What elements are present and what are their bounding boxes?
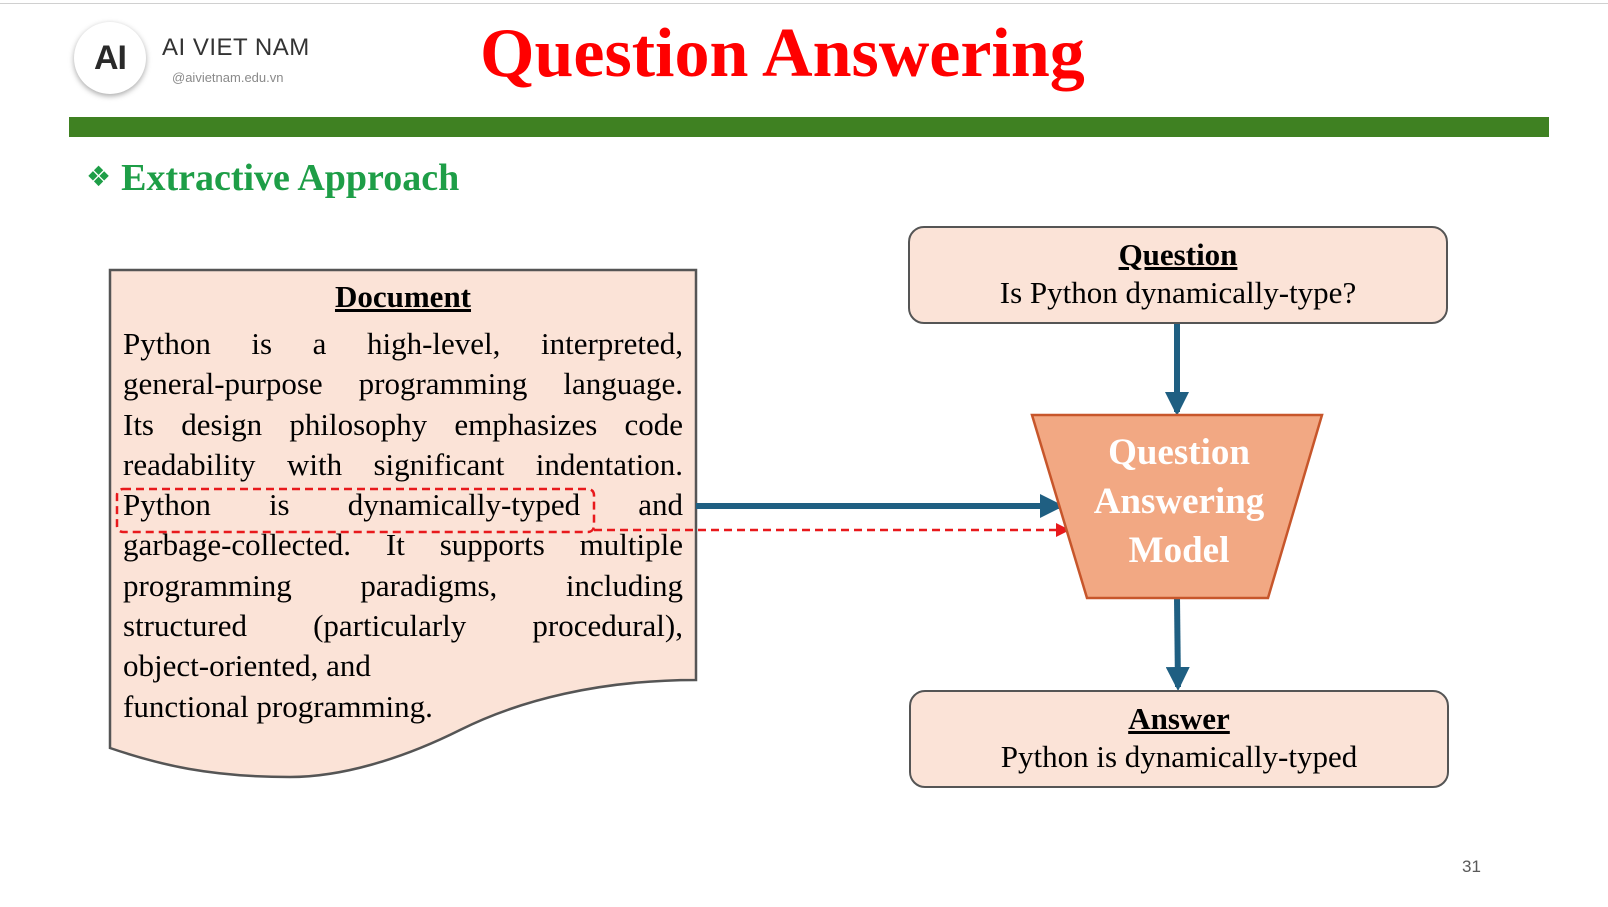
logo-name: AI VIET NAM [162, 34, 310, 61]
document-body: Python is a high-level, interpreted, gen… [123, 324, 683, 727]
document-line: functional programming. [123, 688, 433, 724]
logo-mark: AI [94, 38, 127, 77]
title-divider [69, 117, 1549, 137]
section-title: Extractive Approach [121, 157, 460, 199]
answer-title: Answer [1128, 701, 1230, 736]
model-shape [1030, 413, 1324, 600]
diamond-bullet-icon: ❖ [86, 160, 112, 193]
top-rule [0, 3, 1608, 4]
answer-text: Python is dynamically-typed [1000, 739, 1358, 774]
slide-title: Question Answering [480, 15, 1085, 92]
document-line: general-purpose programming language. [123, 366, 683, 402]
section-heading: ❖ Extractive Approach [86, 156, 459, 200]
document-line: structured (particularly procedural), [123, 608, 683, 644]
document-title: Document [334, 279, 472, 314]
highlight-box [115, 487, 596, 534]
document-line: Python is a high-level, interpreted, [123, 326, 683, 361]
document-line: garbage-collected. It supports multiple [123, 527, 683, 563]
model-label-line: Question [1108, 432, 1250, 473]
model-to-answer-arrow [1165, 597, 1190, 691]
model-label: Question Answering Model [1061, 428, 1297, 575]
document-line: programming paradigms, including [123, 567, 683, 603]
answer-box: Answer Python is dynamically-typed [909, 690, 1449, 788]
model-label-line: Model [1128, 530, 1230, 571]
question-box: Question Is Python dynamically-type? [908, 226, 1448, 324]
document-line: readability with significant indentation… [123, 446, 683, 482]
question-text: Is Python dynamically-type? [999, 275, 1357, 310]
document-line-highlighted: Python is dynamically-typed and [123, 487, 683, 523]
logo-handle: @aivietnam.edu.vn [172, 70, 284, 85]
model-label-line: Answering [1093, 481, 1265, 522]
document-line: object-oriented, and [123, 648, 371, 684]
document-shape [108, 268, 698, 779]
page-number: 31 [1462, 857, 1481, 876]
document-line: Its design philosophy emphasizes code [123, 406, 683, 442]
question-title: Question [1118, 237, 1238, 272]
logo: AI [74, 22, 146, 94]
